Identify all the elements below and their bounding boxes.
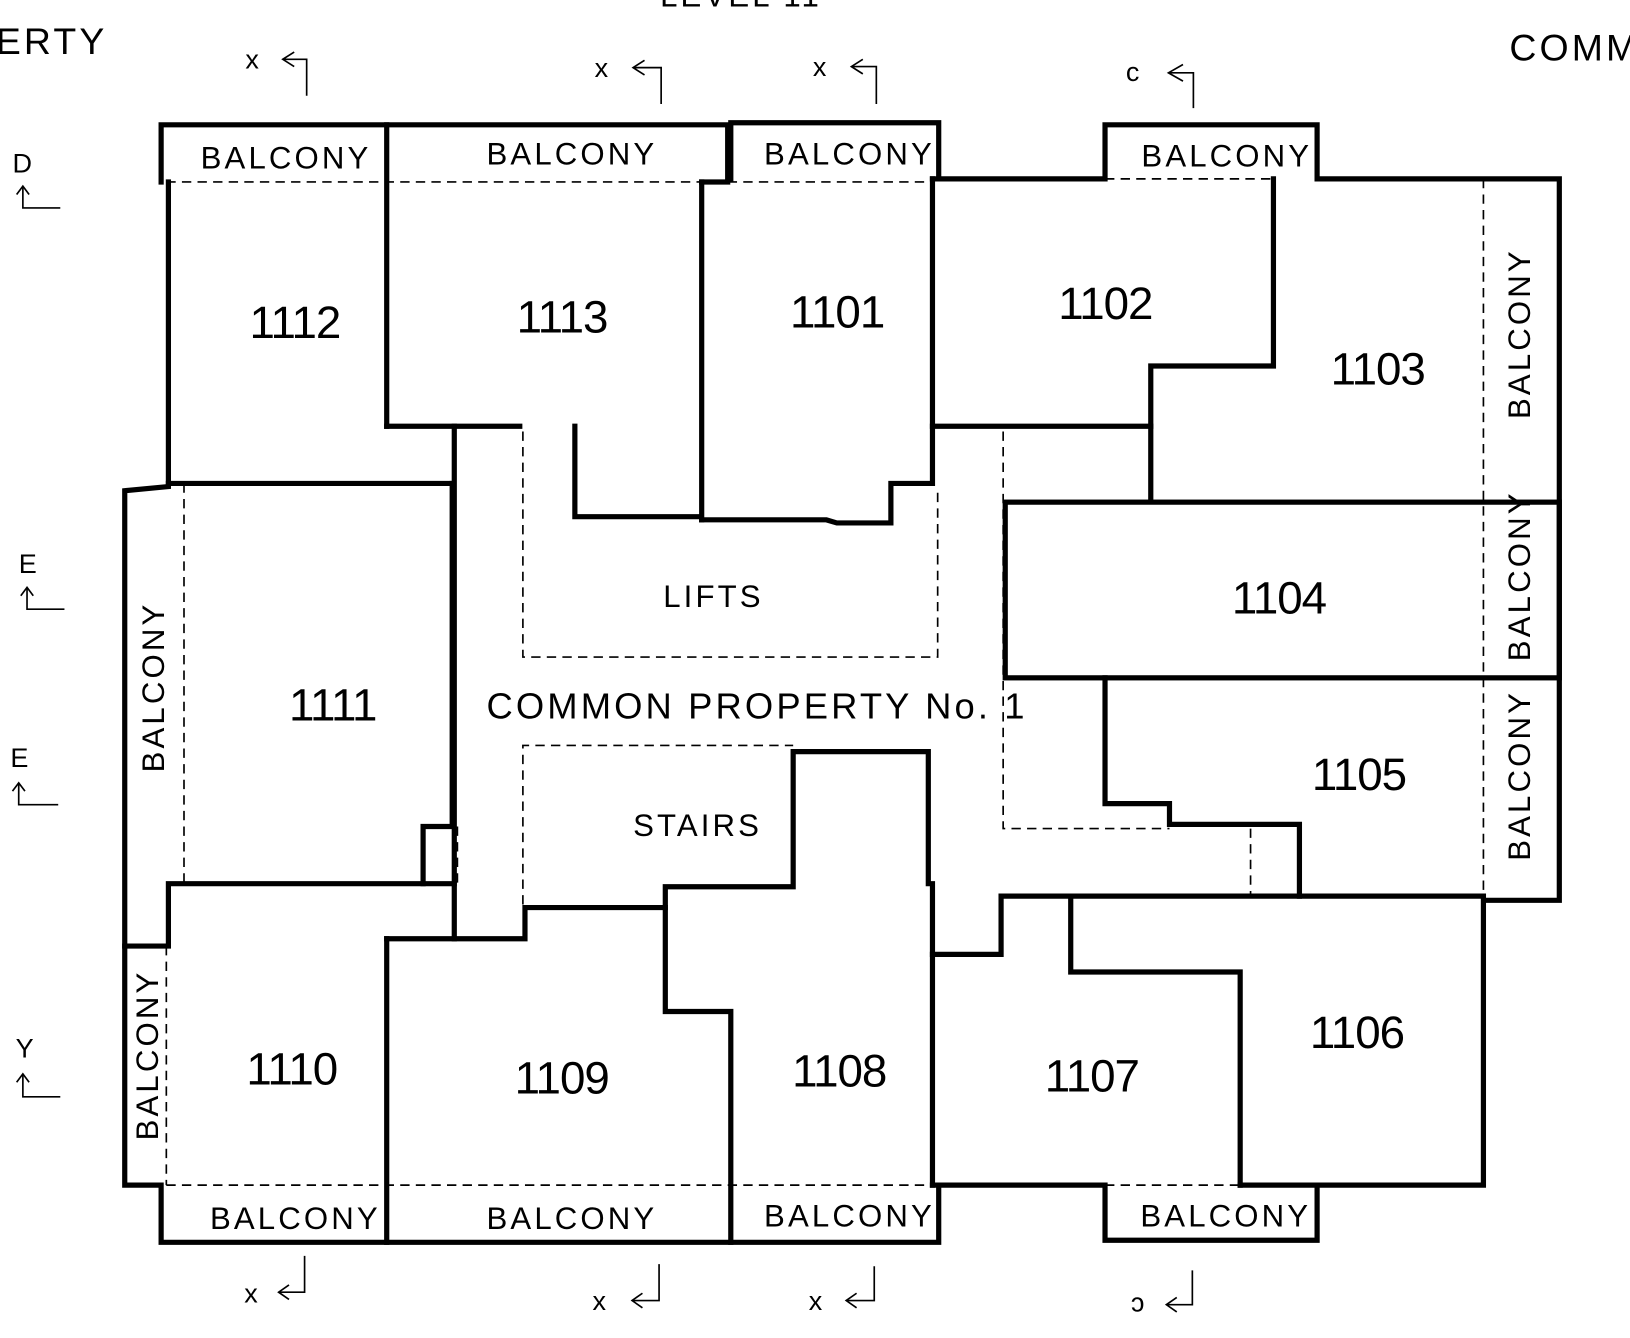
balcony-label: BALCONY — [487, 1201, 658, 1236]
unit-1101: 1101 — [790, 287, 884, 338]
stairs-label: STAIRS — [633, 808, 762, 843]
left-cut-label: ERTY — [0, 20, 107, 62]
balcony-label: BALCONY — [487, 136, 658, 171]
balcony-label: BALCONY — [1141, 138, 1312, 173]
svg-text:c: c — [1131, 1291, 1145, 1321]
lifts-label: LIFTS — [663, 579, 763, 614]
balcony-label: BALCONY — [764, 1199, 935, 1234]
svg-text:x: x — [245, 45, 259, 75]
right-cut-label: COMMO — [1509, 26, 1630, 68]
top-section-markers: x x x c — [245, 45, 1195, 109]
balcony-label: BALCONY — [764, 136, 935, 171]
balcony-label: BALCONY — [1502, 690, 1537, 861]
unit-1105: 1105 — [1312, 749, 1406, 800]
balcony-label: BALCONY — [136, 602, 171, 773]
balcony-label: BALCONY — [130, 970, 165, 1141]
level-title: LEVEL 11 — [660, 0, 822, 13]
unit-1112: 1112 — [249, 297, 340, 348]
balcony-label: BALCONY — [1140, 1199, 1311, 1234]
side-section-markers: D E E Y — [10, 149, 65, 1098]
balcony-label: BALCONY — [1502, 248, 1537, 419]
svg-text:x: x — [595, 53, 609, 83]
svg-text:c: c — [1126, 57, 1140, 87]
unit-1103: 1103 — [1331, 344, 1425, 395]
svg-text:Y: Y — [16, 1033, 34, 1063]
unit-1104: 1104 — [1232, 572, 1327, 623]
svg-text:D: D — [12, 149, 32, 179]
dashed-boundaries — [165, 178, 1485, 1186]
unit-1110: 1110 — [246, 1043, 337, 1094]
unit-1109: 1109 — [515, 1053, 609, 1104]
svg-text:x: x — [593, 1286, 607, 1316]
bottom-section-markers: x x x c — [244, 1255, 1194, 1321]
common-property-label: COMMON PROPERTY No. 1 — [487, 685, 1028, 726]
balcony-label: BALCONY — [1502, 490, 1537, 661]
svg-text:x: x — [813, 52, 827, 82]
svg-text:E: E — [10, 743, 28, 773]
unit-1107: 1107 — [1045, 1051, 1139, 1102]
unit-1113: 1113 — [517, 292, 608, 343]
unit-1108: 1108 — [792, 1045, 886, 1096]
unit-1102: 1102 — [1058, 278, 1152, 329]
svg-text:E: E — [19, 549, 37, 579]
balcony-label: BALCONY — [201, 140, 372, 175]
svg-text:x: x — [809, 1286, 823, 1316]
unit-1111: 1111 — [289, 679, 376, 730]
svg-text:x: x — [244, 1279, 258, 1309]
unit-1106: 1106 — [1310, 1007, 1404, 1058]
balcony-label: BALCONY — [210, 1201, 381, 1236]
walls — [122, 120, 1562, 1245]
